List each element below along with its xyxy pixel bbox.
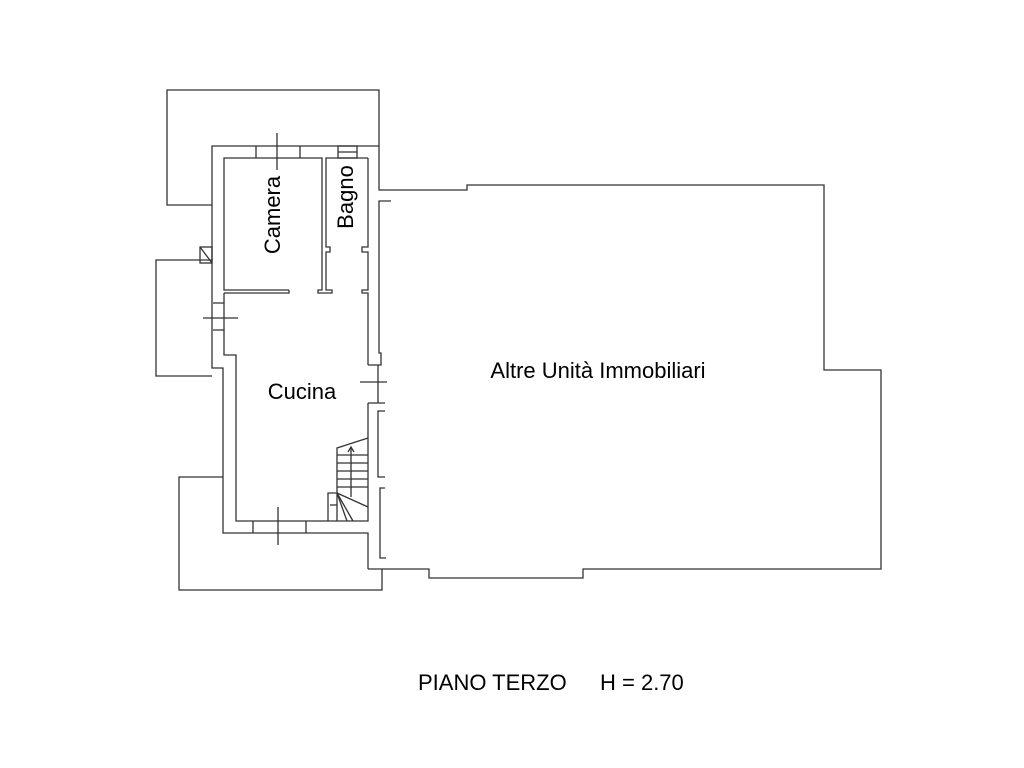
room-label-bagno: Bagno bbox=[333, 165, 358, 229]
top-balcony bbox=[166, 89, 380, 206]
room-label-cucina: Cucina bbox=[268, 379, 337, 404]
room-label-camera: Camera bbox=[260, 175, 285, 254]
room-label-other-units: Altre Unità Immobiliari bbox=[490, 358, 705, 383]
staircase bbox=[327, 437, 369, 522]
balconies bbox=[155, 89, 383, 591]
bottom-balcony bbox=[178, 476, 383, 591]
room-labels: Camera Bagno Cucina Altre Unità Immobili… bbox=[260, 165, 706, 404]
floor-title: PIANO TERZO bbox=[418, 670, 567, 695]
plan-caption: PIANO TERZO H = 2.70 bbox=[418, 670, 684, 695]
outer-wall bbox=[211, 145, 379, 569]
left-balcony bbox=[155, 259, 212, 377]
flue-diagonal bbox=[199, 246, 213, 264]
apartment-walls bbox=[203, 133, 391, 569]
ceiling-height: H = 2.70 bbox=[600, 670, 684, 695]
other-units-outline bbox=[368, 146, 882, 579]
